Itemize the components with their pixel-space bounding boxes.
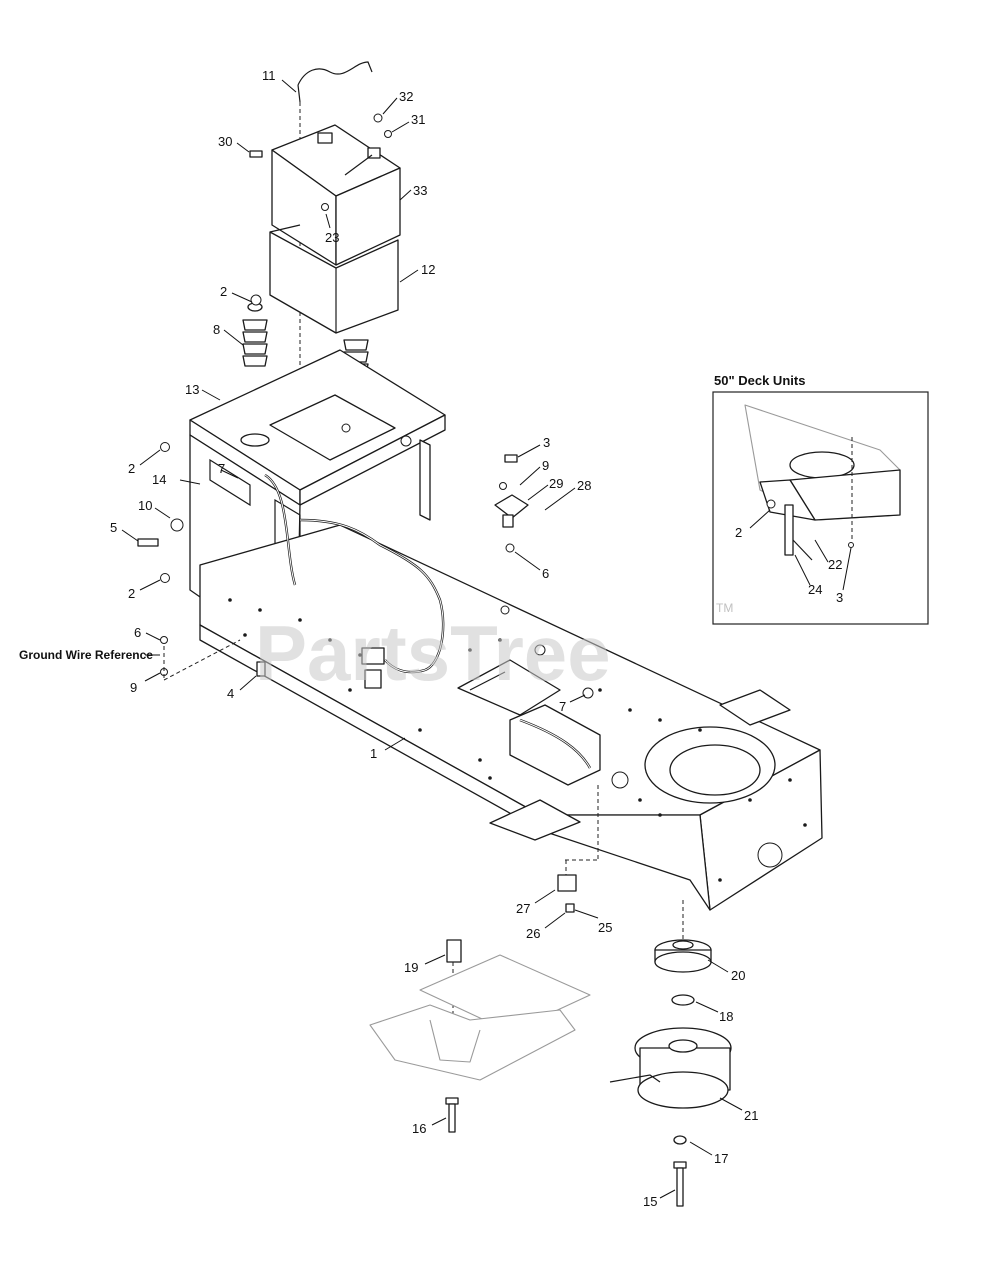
callout-8: 8: [213, 322, 220, 337]
pto-clutch: [609, 1027, 732, 1109]
switch-bracket: [494, 454, 529, 553]
callout-26: 26: [526, 926, 540, 941]
callout-11: 11: [262, 68, 276, 83]
pulley: [654, 939, 712, 973]
washer-17: [673, 1135, 687, 1145]
callout-33: 33: [413, 183, 427, 198]
callout-28: 28: [577, 478, 591, 493]
engine-reference: [369, 954, 591, 1081]
seat-mounting-plate: [189, 349, 446, 506]
leader-lines: [121, 79, 743, 1199]
callout-6a: 6: [542, 566, 549, 581]
callout-3: 3: [543, 435, 550, 450]
callout-29: 29: [549, 476, 563, 491]
wiring-harness: [264, 473, 592, 769]
callout-18: 18: [719, 1009, 733, 1024]
callout-17: 17: [714, 1151, 728, 1166]
inset-callout-2: 2: [735, 525, 742, 540]
callout-31: 31: [411, 112, 425, 127]
callout-2a: 2: [220, 284, 227, 299]
trademark: TM: [716, 601, 733, 615]
battery-hardware: [249, 113, 392, 211]
frame-holes: [228, 598, 807, 882]
main-frame: [199, 524, 823, 911]
callout-19: 19: [404, 960, 418, 975]
callout-12: 12: [421, 262, 435, 277]
callout-2b: 2: [128, 461, 135, 476]
inset-callout-22: 22: [828, 557, 842, 572]
battery: [271, 124, 401, 266]
callout-21: 21: [744, 1108, 758, 1123]
callout-15: 15: [643, 1194, 657, 1209]
parking-bracket: [557, 874, 577, 913]
callout-1: 1: [370, 746, 377, 761]
bolt-15: [673, 1161, 687, 1207]
callout-13: 13: [185, 382, 199, 397]
callout-9a: 9: [542, 458, 549, 473]
battery-hold-down-rod: [297, 61, 373, 103]
ground-wire-reference-line: [163, 639, 241, 681]
callout-6b: 6: [134, 625, 141, 640]
left-hardware: [137, 294, 594, 699]
inset-leaders: [749, 509, 852, 591]
callout-2c: 2: [128, 586, 135, 601]
inset-panel: [712, 391, 929, 625]
callout-5: 5: [110, 520, 117, 535]
callout-4: 4: [227, 686, 234, 701]
inset-callout-3: 3: [836, 590, 843, 605]
callout-7b: 7: [559, 699, 566, 714]
callout-14: 14: [152, 472, 166, 487]
callout-10: 10: [138, 498, 152, 513]
callout-27: 27: [516, 901, 530, 916]
seat-spring-left: [242, 302, 268, 367]
inset-title: 50" Deck Units: [714, 373, 805, 388]
battery-tray: [269, 224, 399, 334]
callout-25: 25: [598, 920, 612, 935]
spacer: [446, 939, 462, 963]
callout-30: 30: [218, 134, 232, 149]
bolt-16: [445, 1097, 459, 1133]
callout-23: 23: [325, 230, 339, 245]
callout-7a: 7: [218, 461, 225, 476]
callout-9b: 9: [130, 680, 137, 695]
inset-callout-24: 24: [808, 582, 822, 597]
callout-16: 16: [412, 1121, 426, 1136]
watermark: PartsTree: [255, 609, 611, 697]
callout-32: 32: [399, 89, 413, 104]
washer-18: [671, 994, 695, 1006]
ground-wire-reference-label: Ground Wire Reference: [19, 648, 153, 662]
frame-connector: [361, 647, 385, 689]
callout-20: 20: [731, 968, 745, 983]
